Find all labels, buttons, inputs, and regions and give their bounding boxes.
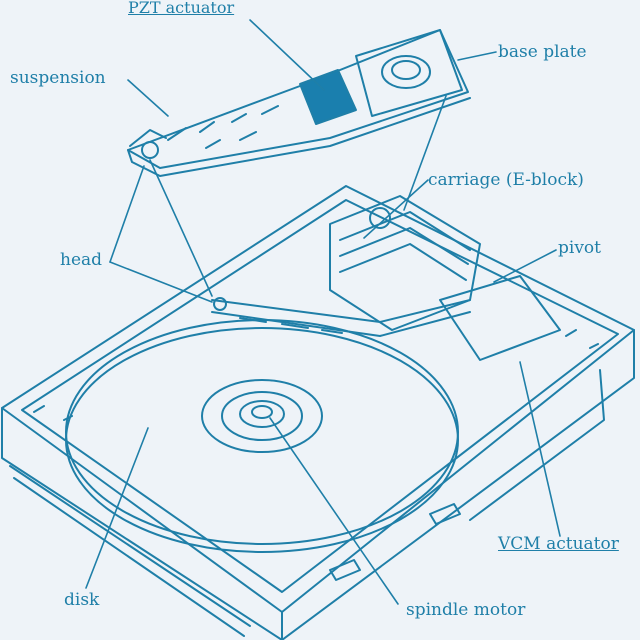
vcm-magnet: [439, 275, 561, 361]
platter-hub-ring-1: [201, 379, 323, 453]
leader-head-2: [109, 261, 213, 303]
flexure-tip: [129, 129, 167, 147]
actuator-drawing: [211, 195, 561, 361]
leader-head-3: [149, 159, 213, 297]
label-spindle-motor: spindle motor: [406, 600, 526, 620]
housing-front-left: [1, 407, 283, 640]
housing-right-wall: [469, 369, 605, 521]
actuator-arm-slots: [239, 317, 343, 334]
housing-inner-rim: [21, 199, 619, 593]
base-plate-boss-inner: [391, 60, 421, 80]
platter-outer: [65, 319, 459, 545]
label-vcm-actuator: VCM actuator: [498, 534, 619, 554]
platter-hub-center: [251, 405, 273, 419]
suspension-assembly-drawing: [127, 29, 471, 177]
platter-edge: [65, 327, 459, 553]
housing-screws: [33, 329, 599, 421]
label-pzt-actuator: PZT actuator: [128, 0, 235, 17]
base-plate-boss: [381, 55, 431, 89]
leader-suspension: [127, 79, 169, 117]
label-base-plate: base plate: [498, 42, 587, 62]
arm-head: [213, 297, 227, 311]
leader-head-1: [109, 165, 145, 263]
housing-side-groove: [9, 465, 251, 637]
leader-disk: [85, 427, 149, 589]
leader-pivot: [493, 249, 557, 283]
leader-lines: [85, 19, 561, 605]
leader-vcm: [519, 361, 561, 537]
actuator-arm: [211, 299, 471, 337]
base-plate-outline: [355, 29, 463, 117]
label-disk: disk: [64, 590, 100, 610]
pzt-actuator-block: [299, 69, 357, 125]
slider-round: [141, 141, 159, 159]
housing-front-right: [281, 329, 635, 640]
leader-base-plate: [457, 51, 497, 61]
carriage-ribs: [339, 211, 471, 281]
leader-carriage: [363, 179, 429, 239]
label-suspension: suspension: [10, 68, 106, 88]
suspension-slots: [167, 105, 279, 149]
label-carriage: carriage (E-block): [428, 170, 584, 190]
label-head: head: [60, 250, 103, 270]
leader-baseplate-down: [403, 95, 447, 211]
platter-hub-ring-3: [239, 400, 285, 428]
suspension-arm-edge: [127, 97, 471, 177]
housing-connector: [329, 503, 461, 581]
label-pivot: pivot: [558, 238, 601, 258]
leader-pzt: [249, 19, 325, 91]
leader-spindle: [269, 417, 399, 605]
suspension-arm-outline: [127, 29, 469, 169]
pivot-bearing: [369, 207, 391, 229]
platter-hub-ring-2: [221, 391, 303, 441]
